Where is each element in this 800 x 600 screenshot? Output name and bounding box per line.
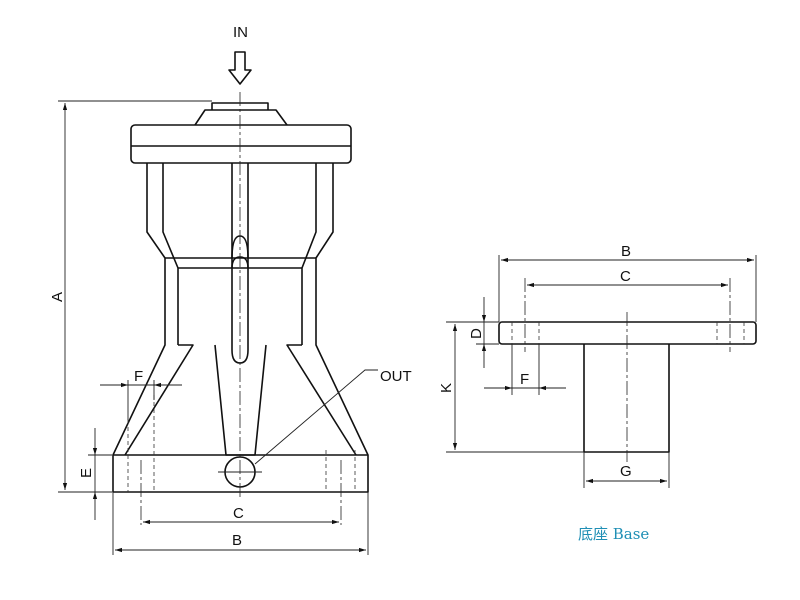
dim-a-label: A [49, 292, 66, 302]
base-dim-b-label: B [621, 243, 631, 260]
outlet-label: OUT [380, 368, 412, 385]
cone-right [286, 344, 357, 456]
base-stem [583, 344, 670, 453]
base-dim-g-label: G [620, 463, 632, 480]
top-cap-neck [194, 109, 288, 126]
base-dim-f-label: F [520, 371, 529, 388]
outlet-leader [254, 369, 378, 465]
top-flange [130, 124, 352, 164]
dim-c-label: C [233, 505, 244, 522]
base-dim-c-label: C [620, 268, 631, 285]
body-inner-left [162, 163, 179, 345]
center-deflector [214, 344, 267, 456]
cone-left [124, 344, 194, 456]
base-flange [498, 321, 757, 345]
base-view: B C D K F G 底座 Base [438, 243, 757, 543]
dim-e-label: E [78, 468, 95, 478]
base-caption: 底座 Base [578, 525, 649, 543]
base-dim-d-label: D [468, 328, 485, 339]
base-dim-k-label: K [438, 383, 455, 393]
front-view: IN [49, 24, 412, 555]
inlet-label: IN [233, 24, 248, 41]
base-block [112, 454, 369, 493]
body-outline-left [112, 163, 166, 456]
inlet-arrow-icon [228, 51, 252, 85]
body-outline-right [315, 163, 369, 456]
dim-b-label: B [232, 532, 242, 549]
dim-f-label: F [134, 368, 143, 385]
body-inner-right [301, 163, 317, 345]
